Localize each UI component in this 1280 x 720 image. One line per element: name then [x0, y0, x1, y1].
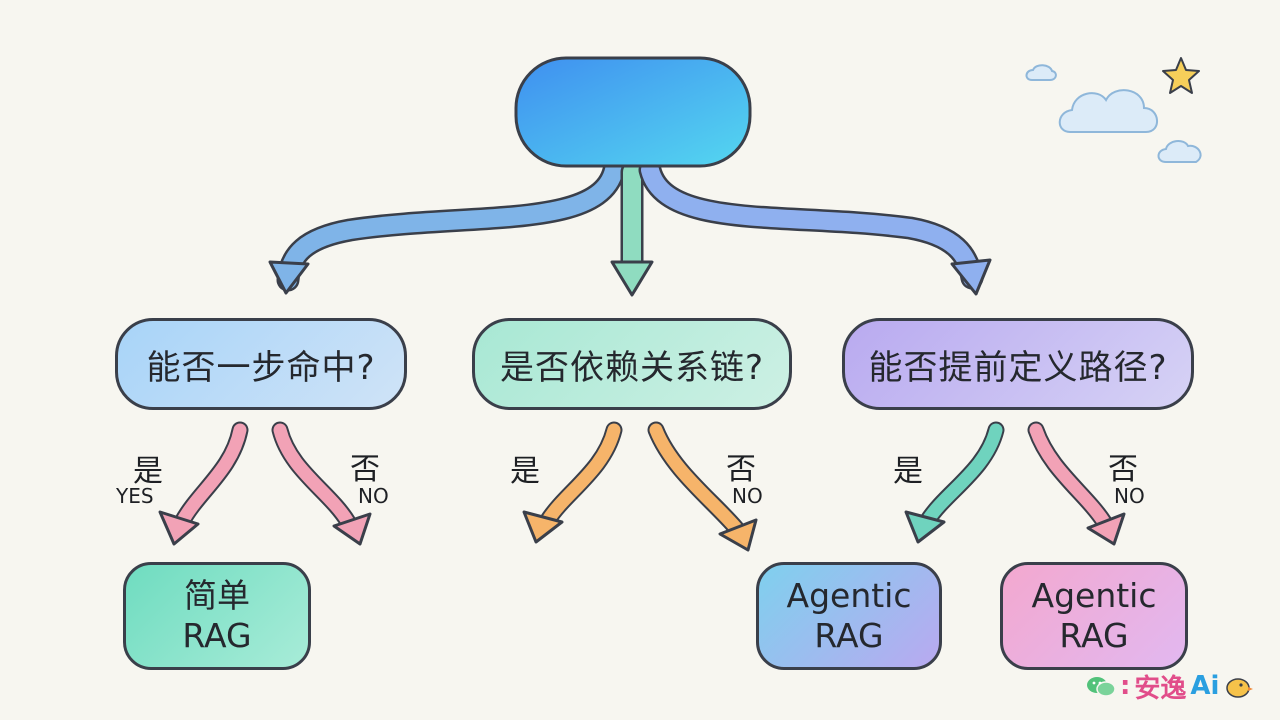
branch-label-no: 否 [350, 452, 380, 487]
question-label: 是否依赖关系链? [499, 347, 765, 388]
branch-label-yes: 是 [133, 454, 163, 489]
branch-label-no: 否 [726, 452, 756, 487]
result-line-1: 简单 [184, 576, 250, 615]
branch-label-no-en: NO [1114, 484, 1145, 508]
branch-label-no-en: NO [732, 484, 763, 508]
question-label: 能否一步命中? [146, 347, 376, 388]
arrow-q3-yes [904, 421, 1005, 544]
result-node-agentic-rag-teal: Agentic RAG [756, 562, 942, 670]
bird-icon [1226, 678, 1254, 698]
watermark: : 安逸 Ai [1086, 666, 1254, 706]
branch-label-yes-en: YES [116, 484, 154, 508]
arrow-q1-yes [158, 421, 249, 546]
question-node-one-step: 能否一步命中? [115, 318, 407, 410]
branch-label-yes: 是 [510, 454, 540, 489]
cloud-icon [1058, 89, 1158, 133]
branch-label-yes: 是 [893, 454, 923, 489]
arrow-root-to-q1 [268, 158, 626, 295]
result-line-1: Agentic [1031, 576, 1157, 615]
branch-label-no-en: NO [358, 484, 389, 508]
question-label: 能否提前定义路径? [868, 347, 1168, 388]
result-node-simple-rag: 简单 RAG [123, 562, 311, 670]
result-line-2: RAG [814, 616, 884, 655]
root-node [514, 56, 752, 168]
watermark-brand-suffix: Ai [1190, 671, 1220, 701]
result-line-2: RAG [1059, 616, 1129, 655]
result-line-1: Agentic [786, 576, 912, 615]
arrow-q2-no [647, 421, 758, 552]
star-icon [1162, 57, 1200, 94]
result-node-agentic-rag-pink: Agentic RAG [1000, 562, 1188, 670]
watermark-separator: : [1120, 671, 1131, 701]
arrow-root-to-q2 [610, 160, 654, 297]
wechat-icon [1087, 677, 1116, 697]
question-node-dependency: 是否依赖关系链? [472, 318, 792, 410]
result-line-2: RAG [182, 616, 252, 655]
cloud-icon [1157, 140, 1202, 163]
arrow-q3-no [1027, 421, 1126, 546]
watermark-brand: 安逸 [1134, 673, 1187, 704]
cloud-icon [1025, 64, 1057, 81]
arrow-q1-no [271, 421, 372, 546]
arrow-root-to-q3 [638, 158, 992, 296]
arrow-q2-yes [522, 421, 623, 544]
question-node-predefined-path: 能否提前定义路径? [842, 318, 1194, 410]
branch-label-no: 否 [1108, 452, 1138, 487]
